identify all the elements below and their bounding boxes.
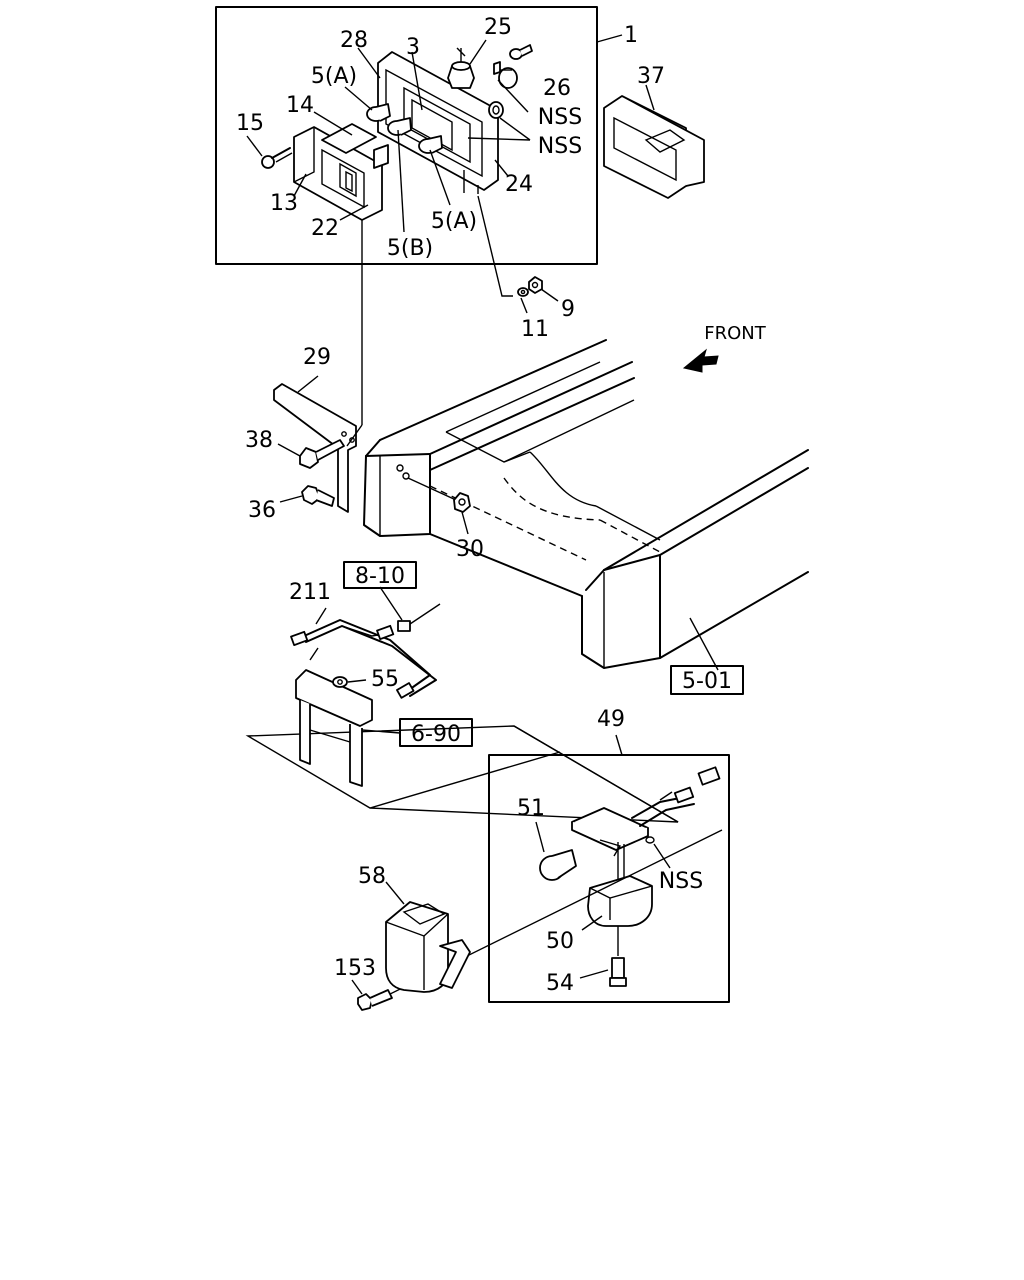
leader-bracket	[369, 751, 561, 809]
callout-55: 55	[371, 667, 399, 692]
callout-54: 54	[546, 971, 574, 996]
callout-38: 38	[245, 428, 273, 453]
callout-nss-1: NSS	[538, 105, 582, 130]
front-arrow-icon	[682, 348, 719, 373]
ref-box-6-90	[399, 718, 473, 747]
callout-28: 28	[340, 28, 368, 53]
callout-211: 211	[289, 580, 331, 605]
chassis-frame	[363, 339, 809, 671]
assembly-box-49	[488, 734, 730, 1003]
ref-box-8-10	[343, 561, 417, 589]
leader-49-to-frame	[513, 725, 679, 823]
assembly-box-1	[215, 6, 623, 265]
harness-211	[290, 586, 441, 699]
screw-54	[579, 926, 627, 987]
harness-bracket	[245, 669, 679, 823]
callout-36: 36	[248, 498, 276, 523]
callout-14: 14	[286, 93, 314, 118]
callout-22: 22	[311, 216, 339, 241]
callout-nss-2: NSS	[538, 134, 582, 159]
callout-37: 37	[637, 64, 665, 89]
nut-9-washer-11	[477, 195, 559, 314]
callout-11: 11	[521, 317, 549, 342]
reflector-58	[385, 881, 471, 993]
socket-25	[447, 47, 475, 89]
callout-29: 29	[303, 345, 331, 370]
callout-50: 50	[546, 929, 574, 954]
lens-50	[581, 875, 653, 931]
callout-26: 26	[543, 76, 571, 101]
bolt-26	[509, 44, 533, 60]
callout-nss-3: NSS	[659, 869, 703, 894]
callout-58: 58	[358, 864, 386, 889]
lens-13	[293, 126, 383, 221]
nss-parts	[467, 61, 531, 141]
bulbs-5	[366, 103, 443, 154]
callout-1: 1	[624, 23, 638, 48]
callout-49: 49	[597, 707, 625, 732]
callout-25: 25	[484, 15, 512, 40]
nut-30	[453, 492, 471, 535]
screw-15	[261, 147, 293, 169]
ref-8-10: 8-10	[355, 564, 405, 589]
callout-51: 51	[517, 796, 545, 821]
callout-13: 13	[270, 191, 298, 216]
callout-5b: 5(B)	[387, 236, 433, 261]
callout-30: 30	[456, 537, 484, 562]
callout-24: 24	[505, 172, 533, 197]
leaders-top	[246, 39, 509, 233]
callout-5a-bot: 5(A)	[431, 209, 477, 234]
bolt-153	[351, 979, 393, 1011]
bracket-29	[273, 375, 363, 513]
bulb-51	[535, 821, 577, 881]
callout-9: 9	[561, 297, 575, 322]
ref-5-01: 5-01	[682, 669, 732, 694]
callout-3: 3	[406, 35, 420, 60]
callout-5a-top: 5(A)	[311, 64, 357, 89]
callout-153: 153	[334, 956, 376, 981]
ref-6-90: 6-90	[411, 722, 461, 747]
ref-box-5-01	[670, 665, 744, 695]
front-label: FRONT	[704, 323, 766, 344]
callout-15: 15	[236, 111, 264, 136]
lamp-37	[603, 84, 705, 199]
license-lamp-49	[571, 766, 721, 880]
